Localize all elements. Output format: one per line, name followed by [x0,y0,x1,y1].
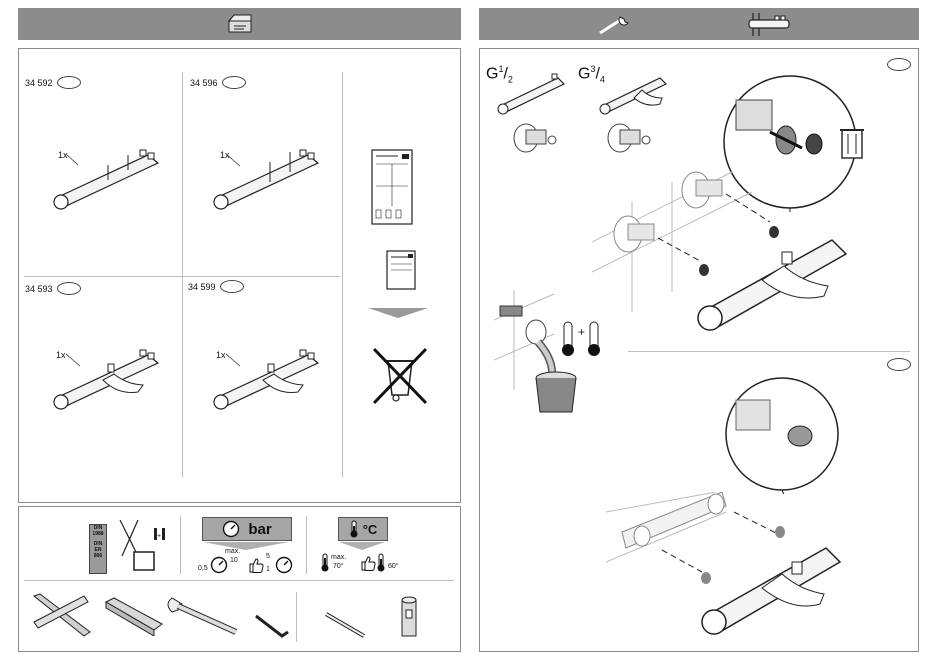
pressure-max-value: 10 [230,557,238,565]
instruction-manual-icon [368,146,418,226]
temp-max-value: 70° [333,563,344,571]
model-number-34599: 34 599 [188,280,244,293]
wall-mounting-assembly-drawing-2 [606,492,866,642]
thermometer-icon [376,553,386,573]
bath-thermostat-34593-drawing [48,340,168,420]
temp-rec-value: 60° [388,563,399,571]
waste-bin-icon [838,122,868,162]
arrow-down-icon [366,306,430,320]
language-oval [220,280,244,293]
language-oval [57,282,81,295]
faucet-installation-icon [745,10,795,38]
thermostat-34596-drawing [208,140,328,220]
tools-divider [296,592,297,642]
pressure-rec-top: 5 [266,553,270,561]
language-oval [57,76,81,89]
spec-divider-1 [180,516,181,574]
left-header-bar [18,8,461,40]
pressure-max-label: max. [225,548,240,556]
package-contents-icon [226,12,254,36]
pressure-spec-box: bar [202,517,292,541]
bath-thermostat-34599-drawing [208,340,328,420]
din-standard-badge: DIN 1988 DIN EN 806 [89,524,107,574]
spec-tools-divider [24,580,454,581]
model-number-34593: 34 593 [25,282,81,295]
socket-tool-icon [398,596,422,640]
language-oval [887,358,911,371]
wrench-icon [596,13,636,35]
svg-text:+: + [578,325,585,339]
thumbs-up-icon [248,557,264,573]
no-household-waste-icon [370,345,430,405]
thermostat-half-inch-drawing [492,70,572,120]
thermometer-tool-icon [322,610,372,640]
divider-vertical-1 [182,72,183,477]
leaflet-icon [384,246,418,292]
gauge-icon [275,556,293,574]
installation-step-divider [628,351,910,352]
language-oval [222,76,246,89]
pressure-gauge-icon [222,520,240,538]
flushing-pipes-icon: + [110,516,166,574]
thermometer-icon [320,553,330,573]
divider-horizontal [24,276,340,277]
thermometer-icon [349,520,359,538]
temperature-unit-label: °C [363,522,378,537]
adjustable-wrench-icon [162,592,242,638]
svg-text:+: + [157,533,161,540]
thermostat-three-quarter-inch-drawing [594,70,674,120]
wall-mounting-assembly-drawing [592,162,872,332]
right-header-bar [479,8,919,40]
temperature-arrow-icon [337,541,387,551]
model-number-34596: 34 596 [190,76,246,89]
pressure-unit-label: bar [248,521,271,538]
folding-rule-icon [32,592,92,638]
eccentric-fitting-drawing [606,118,656,158]
spec-divider-2 [306,516,307,574]
flushing-pipes-illustration: + [494,290,614,420]
temp-max-label: max. [331,554,346,562]
pressure-arrow-icon [201,541,291,551]
gauge-icon [210,556,228,574]
allen-key-icon [252,612,292,642]
pressure-min-value: 0,5 [198,565,208,573]
spirit-level-icon [104,596,164,636]
eccentric-fitting-drawing [512,118,562,158]
filter-screen-zoom-detail [722,374,842,494]
model-number-34592: 34 592 [25,76,81,89]
thumbs-up-icon [360,555,376,571]
language-oval [887,58,911,71]
divider-vertical-2 [342,72,343,477]
thermostat-34592-drawing [48,140,168,220]
pressure-rec-bottom: 1 [266,566,270,574]
temperature-spec-box: °C [338,517,388,541]
